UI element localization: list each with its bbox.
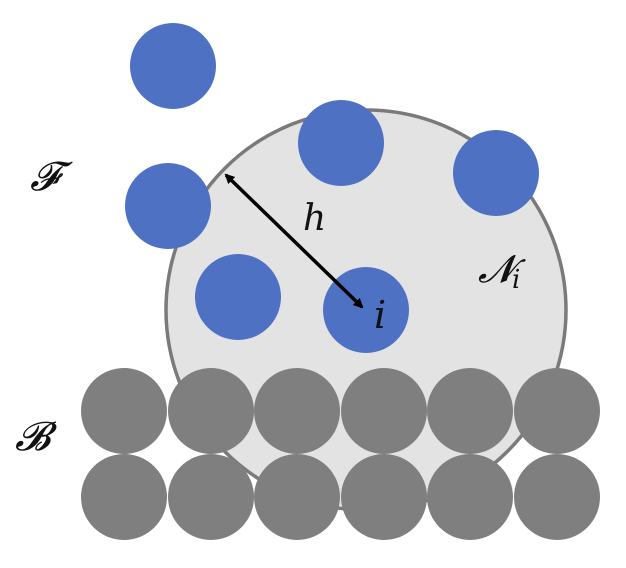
boundary-particle: [254, 454, 340, 540]
fluid-particle: [453, 130, 539, 216]
boundary-particle: [341, 368, 427, 454]
boundary-particle: [254, 368, 340, 454]
boundary-particle: [341, 454, 427, 540]
particle-label: i: [374, 293, 386, 337]
boundary-particle: [514, 454, 600, 540]
boundary-particle: [168, 454, 254, 540]
fluid-particle: [125, 163, 211, 249]
fluid-particle: [195, 254, 281, 340]
fluid-set-label: 𝓕: [30, 154, 73, 200]
boundary-particle: [427, 368, 513, 454]
boundary-particle: [427, 454, 513, 540]
fluid-particle: [298, 100, 384, 186]
boundary-particle: [81, 368, 167, 454]
boundary-particle: [514, 368, 600, 454]
boundary-particle: [81, 454, 167, 540]
boundary-set-label: 𝓑: [15, 414, 58, 460]
neighborhood-subscript: i: [512, 265, 520, 295]
boundary-particles: [81, 368, 600, 540]
radius-arrow: [224, 173, 364, 309]
boundary-particle: [168, 368, 254, 454]
fluid-particle: [130, 23, 216, 109]
radius-label: h: [303, 198, 326, 239]
